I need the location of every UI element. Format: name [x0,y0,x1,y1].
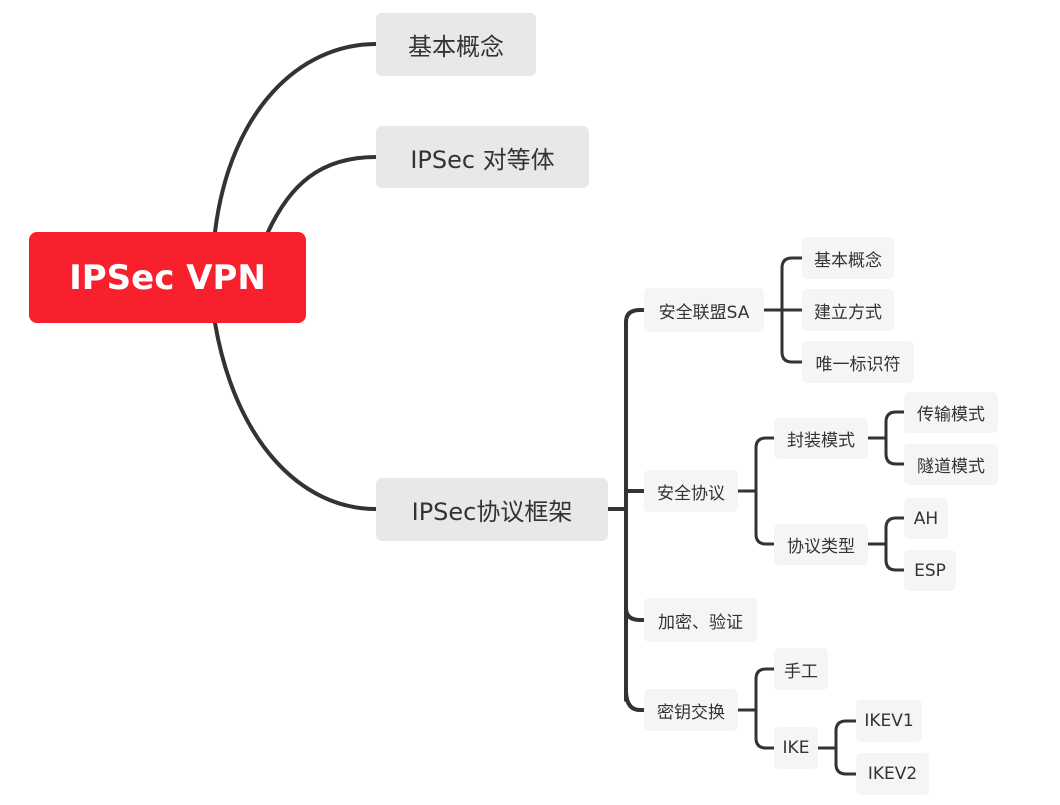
encapsulation-mode[interactable]: 封装模式 [774,418,868,459]
ike-version-1[interactable]: IKEV1 [856,700,922,742]
connector-ike-children [816,719,858,776]
key-exchange-ike[interactable]: IKE [774,727,818,769]
sa-establish-method[interactable]: 建立方式 [802,289,894,331]
protocol-ah[interactable]: AH [904,498,948,539]
connector-encap-children [866,410,906,466]
sa-unique-identifier[interactable]: 唯一标识符 [802,341,914,383]
connector-root-framework [213,321,378,511]
subtopic-security-protocol[interactable]: 安全协议 [644,470,738,512]
topic-ipsec-peer[interactable]: IPSec 对等体 [376,126,589,188]
connector-sa-branch [624,308,646,324]
ike-version-2[interactable]: IKEV2 [856,753,929,795]
connector-framework-trunk [606,320,628,702]
connector-enc-branch [624,606,646,622]
topic-ipsec-framework[interactable]: IPSec协议框架 [376,478,608,541]
connector-kx-children [736,667,776,750]
subtopic-encryption-auth[interactable]: 加密、验证 [644,598,757,642]
connector-kx-branch [624,688,646,712]
sa-basic-concepts[interactable]: 基本概念 [802,237,894,279]
transport-mode[interactable]: 传输模式 [904,392,998,433]
topic-basic-concepts[interactable]: 基本概念 [376,13,536,76]
root-topic[interactable]: IPSec VPN [29,232,306,323]
connector-ptype-children [866,516,906,572]
protocol-esp[interactable]: ESP [904,550,956,591]
key-exchange-manual[interactable]: 手工 [774,648,828,690]
connector-sp-children [736,436,776,546]
protocol-type[interactable]: 协议类型 [774,524,868,565]
connector-sa-children [762,256,804,364]
connector-root-basics [213,42,378,234]
subtopic-key-exchange[interactable]: 密钥交换 [644,689,738,731]
tunnel-mode[interactable]: 隧道模式 [904,444,998,485]
connector-root-peer [266,155,378,234]
subtopic-security-association[interactable]: 安全联盟SA [644,288,764,332]
